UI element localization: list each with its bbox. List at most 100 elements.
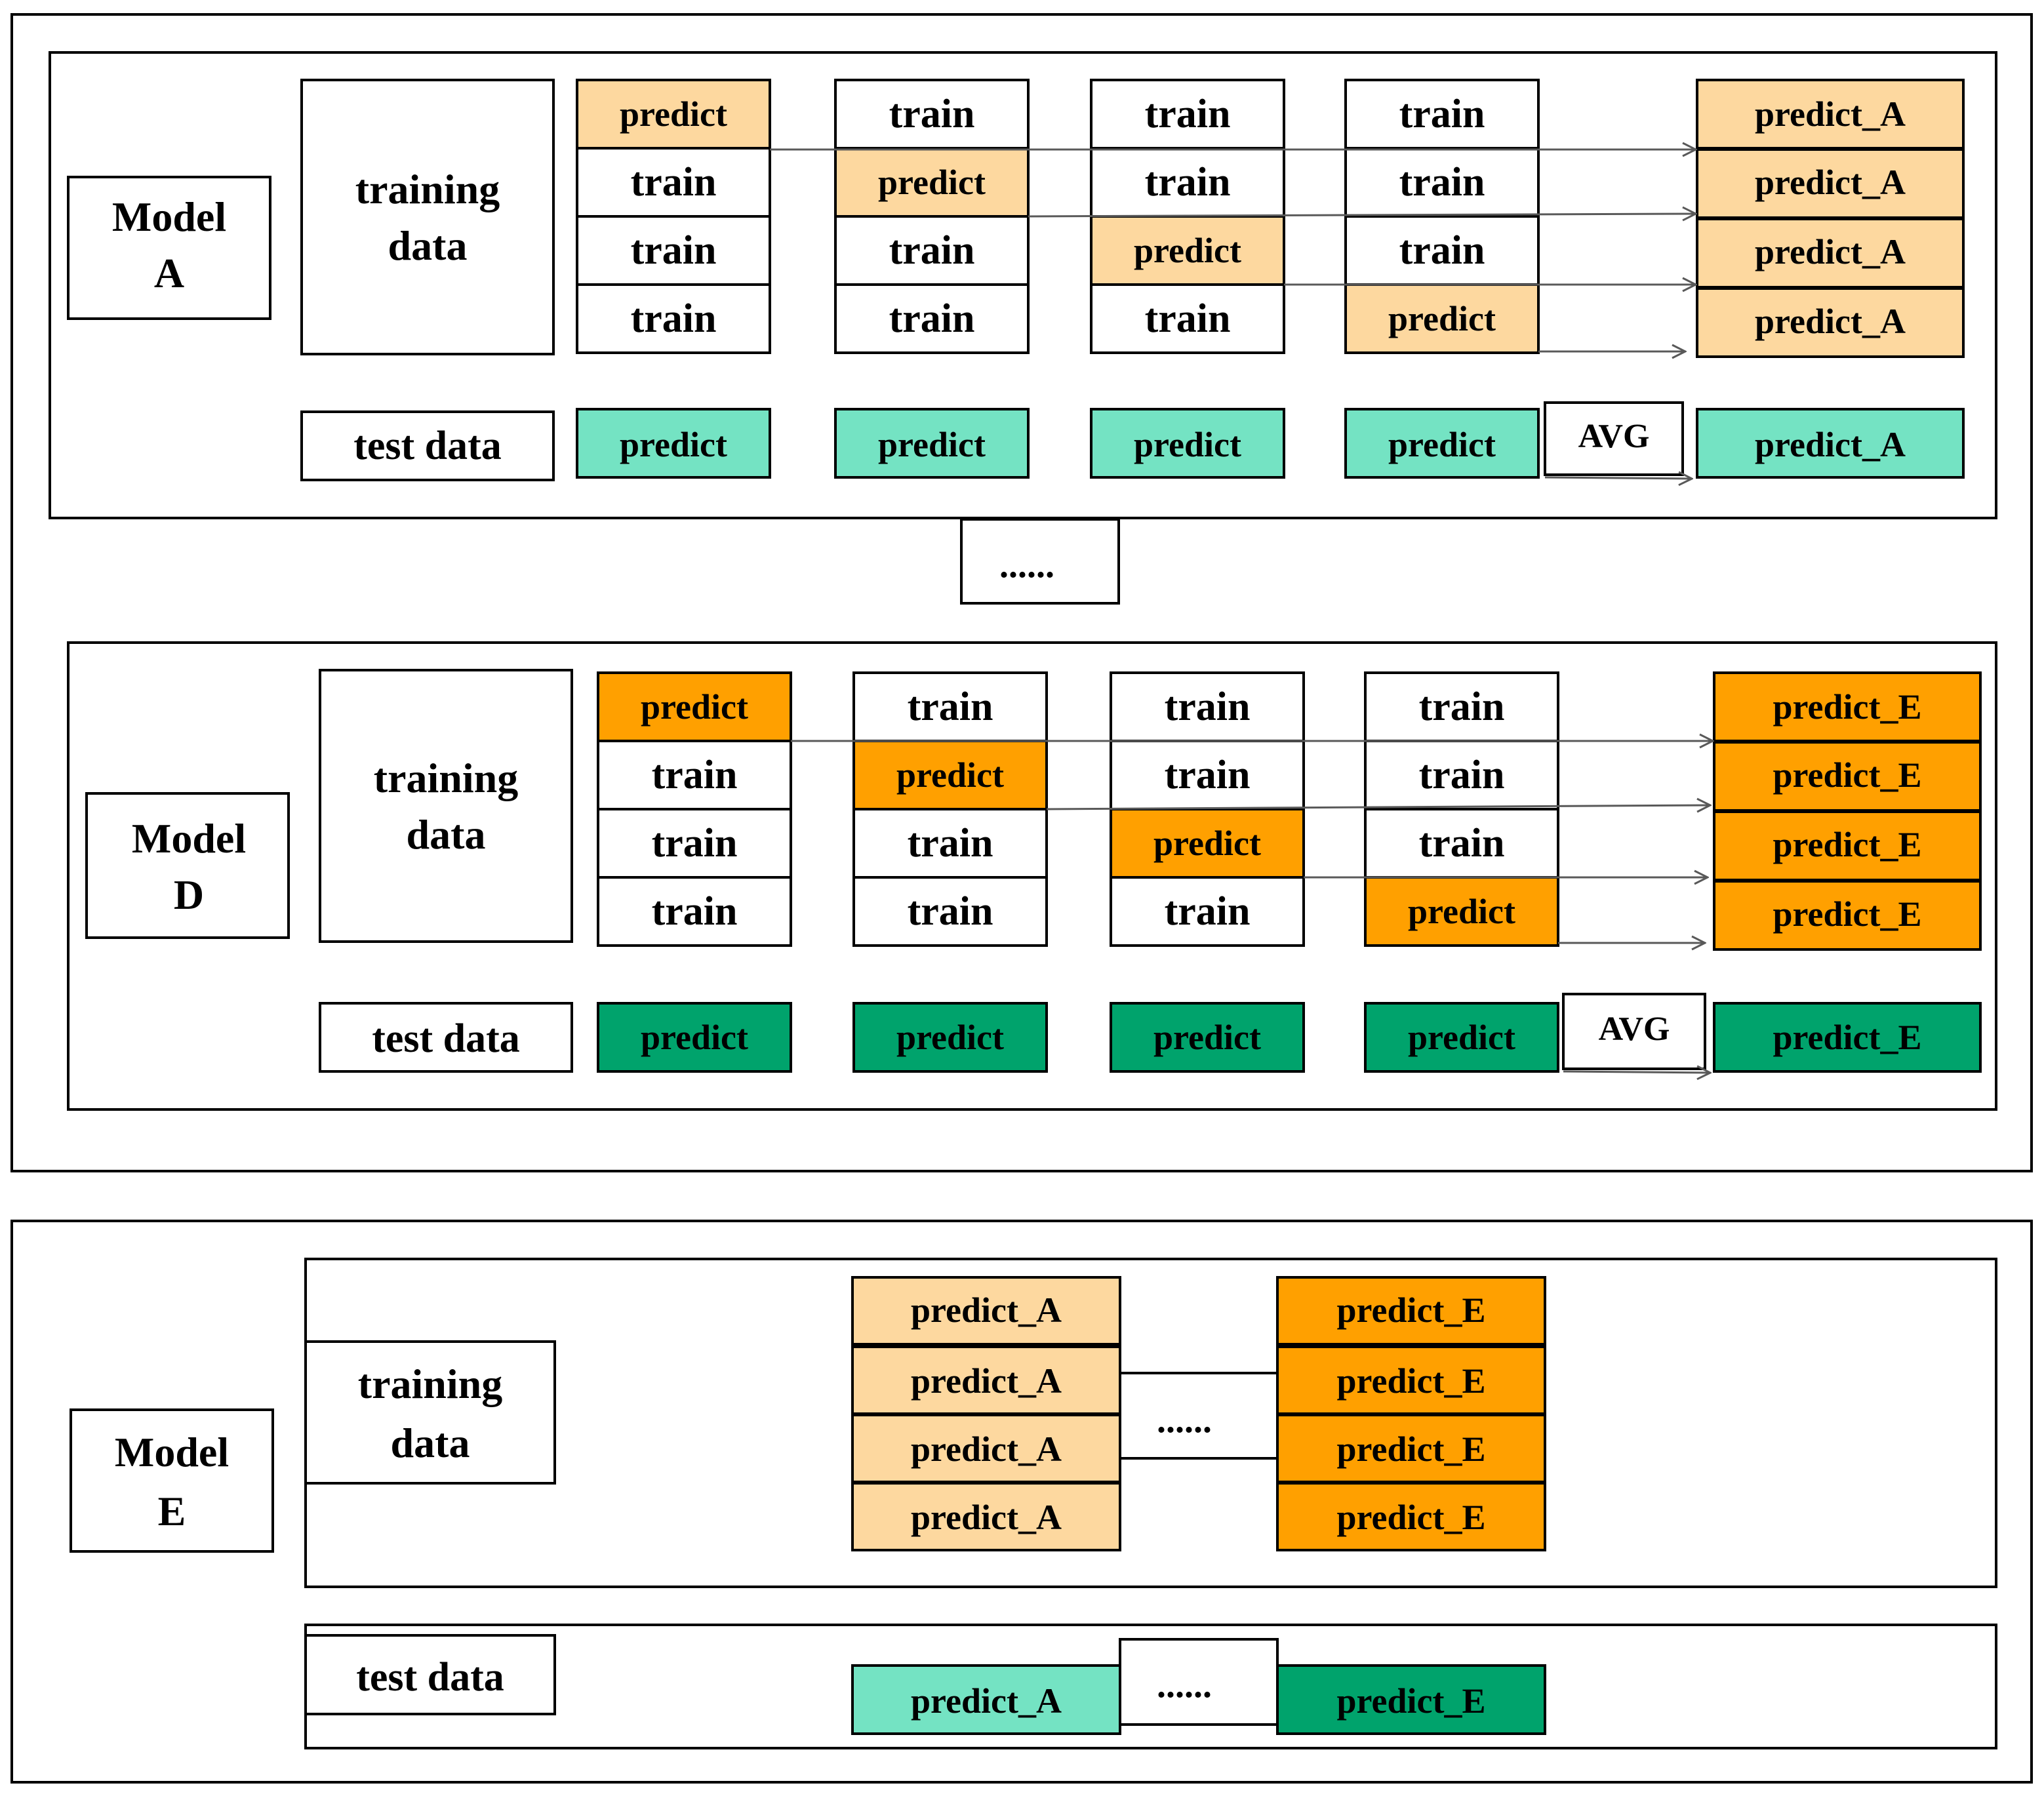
model-a-fold3-row3-predict [1090, 215, 1285, 286]
model-a-fold3-row3-label: predict [1134, 231, 1241, 270]
model-d-fold4-row2-train [1364, 740, 1559, 810]
model-d-oof-output-1-label: predict_E [1773, 687, 1922, 727]
model-a-fold4-row2-train [1344, 147, 1540, 218]
model-d-fold3-row4-train [1110, 876, 1305, 947]
model-d-test-predict-3 [1110, 1002, 1305, 1073]
model-a-oof-output-1-label: predict_A [1755, 94, 1906, 134]
model-a-test-output-label: predict_A [1755, 425, 1906, 464]
model-a-arrow-2 [1028, 214, 1696, 216]
model-e-training-data-box [304, 1340, 556, 1485]
model-d-panel-frame [67, 641, 1997, 1111]
model-e-training-label-line1: training [358, 1361, 502, 1407]
model-d-avg-label: AVG [1599, 1010, 1670, 1048]
model-e-train-input-a-1 [851, 1276, 1121, 1346]
model-d-test-data-box [319, 1002, 573, 1073]
model-d-training-label-line1: training [374, 755, 518, 801]
model-d-test-output-label: predict_E [1773, 1018, 1922, 1057]
model-a-test-predict-4 [1344, 408, 1540, 479]
model-e-train-input-e-1-label: predict_E [1337, 1290, 1486, 1330]
model-a-test-predict-2 [834, 408, 1030, 479]
model-a-fold3-row4-label: train [1145, 296, 1231, 341]
model-a-fold1-row4-label: train [631, 296, 717, 341]
model-a-oof-output-4 [1696, 287, 1965, 358]
model-d-fold1-row3-label: train [652, 821, 738, 866]
model-a-fold4-row4-predict [1344, 283, 1540, 354]
model-a-avg-box [1544, 401, 1684, 476]
model-a-oof-output-3 [1696, 218, 1965, 289]
model-d-oof-output-3-label: predict_E [1773, 825, 1922, 864]
model-d-test-predict-2-label: predict [896, 1018, 1004, 1057]
model-a-fold1-row3-train [576, 215, 771, 286]
intermediate-models-box [960, 518, 1120, 605]
model-e-test-dots-box [1119, 1638, 1279, 1726]
model-a-fold2-row3-label: train [889, 228, 975, 273]
model-a-fold4-row2-label: train [1399, 160, 1485, 205]
model-d-fold2-row3-label: train [908, 821, 993, 866]
model-a-fold3-row1-label: train [1145, 92, 1231, 136]
model-d-label-box [85, 792, 290, 939]
model-d-test-predict-2 [852, 1002, 1048, 1073]
model-a-test-output [1696, 408, 1965, 479]
model-e-train-input-e-4 [1276, 1482, 1546, 1551]
model-a-fold2-row2-label: predict [878, 163, 986, 202]
model-d-oof-output-1 [1713, 671, 1982, 742]
model-a-label-line2: A [154, 250, 184, 296]
model-d-fold3-row1-label: train [1165, 685, 1251, 729]
model-d-oof-output-2-label: predict_E [1773, 755, 1922, 795]
model-a-avg-label: AVG [1578, 418, 1650, 455]
model-e-train-input-a-4 [851, 1482, 1121, 1551]
base-models-frame [10, 13, 2033, 1172]
model-d-label-line2: D [174, 871, 204, 918]
model-a-fold2-row1-train [834, 79, 1030, 150]
model-e-train-input-e-4-label: predict_E [1337, 1498, 1486, 1537]
model-e-train-input-e-2 [1276, 1346, 1546, 1415]
model-a-panel: Model A training data predict train trai… [49, 51, 1997, 519]
model-d-fold3-row4-label: train [1165, 889, 1251, 934]
model-d-fold1-row4-train [597, 876, 792, 947]
model-e-train-input-e-3-label: predict_E [1337, 1429, 1486, 1469]
model-d-fold1-row2-label: train [652, 753, 738, 797]
model-e-test-data-box [304, 1634, 556, 1715]
model-d-panel: Model D training data predict train trai… [67, 641, 1997, 1111]
model-e-panel: Model E training data predict_A predict_… [70, 1258, 1997, 1749]
model-a-training-data-box [300, 79, 555, 355]
model-a-avg-arrow [1544, 477, 1692, 479]
model-a-fold3-row4-train [1090, 283, 1285, 354]
model-d-oof-output-4-label: predict_E [1773, 894, 1922, 934]
model-d-fold4-row1-train [1364, 671, 1559, 742]
model-a-fold1-row1-label: predict [620, 94, 727, 134]
model-e-train-dots: ...... [1157, 1400, 1212, 1441]
model-d-fold1-row3-train [597, 808, 792, 879]
model-a-test-predict-2-label: predict [878, 425, 986, 464]
model-d-fold2-row4-train [852, 876, 1048, 947]
model-e-train-input-e-3 [1276, 1414, 1546, 1483]
model-a-fold3-row2-label: train [1145, 160, 1231, 205]
model-d-fold3-row2-train [1110, 740, 1305, 810]
model-d-avg-box [1562, 993, 1706, 1070]
model-d-training-data-box [319, 669, 573, 943]
model-a-label-line1: Model [112, 193, 226, 240]
model-d-oof-output-3 [1713, 810, 1982, 881]
model-a-test-predict-4-label: predict [1388, 425, 1496, 464]
model-e-training-frame [304, 1258, 1997, 1588]
model-d-fold2-row1-train [852, 671, 1048, 742]
model-d-label-line1: Model [132, 815, 246, 862]
model-d-fold2-row4-label: train [908, 889, 993, 934]
model-a-fold4-row4-label: predict [1388, 299, 1496, 338]
model-a-fold2-row4-label: train [889, 296, 975, 341]
model-a-oof-output-4-label: predict_A [1755, 302, 1906, 341]
model-d-fold4-row1-label: train [1419, 685, 1505, 729]
model-a-fold2-row3-train [834, 215, 1030, 286]
model-a-fold2-row1-label: train [889, 92, 975, 136]
model-d-fold4-row3-label: train [1419, 821, 1505, 866]
model-d-test-predict-4 [1364, 1002, 1559, 1073]
model-e-label-line1: Model [115, 1429, 229, 1475]
intermediate-models-dots: ...... [999, 545, 1054, 586]
model-a-test-predict-3-label: predict [1134, 425, 1241, 464]
model-a-oof-output-2 [1696, 148, 1965, 219]
model-a-fold1-row2-label: train [631, 160, 717, 205]
model-a-fold2-row2-predict [834, 147, 1030, 218]
model-e-train-input-a-4-label: predict_A [911, 1498, 1062, 1537]
meta-model-frame [10, 1220, 2033, 1784]
